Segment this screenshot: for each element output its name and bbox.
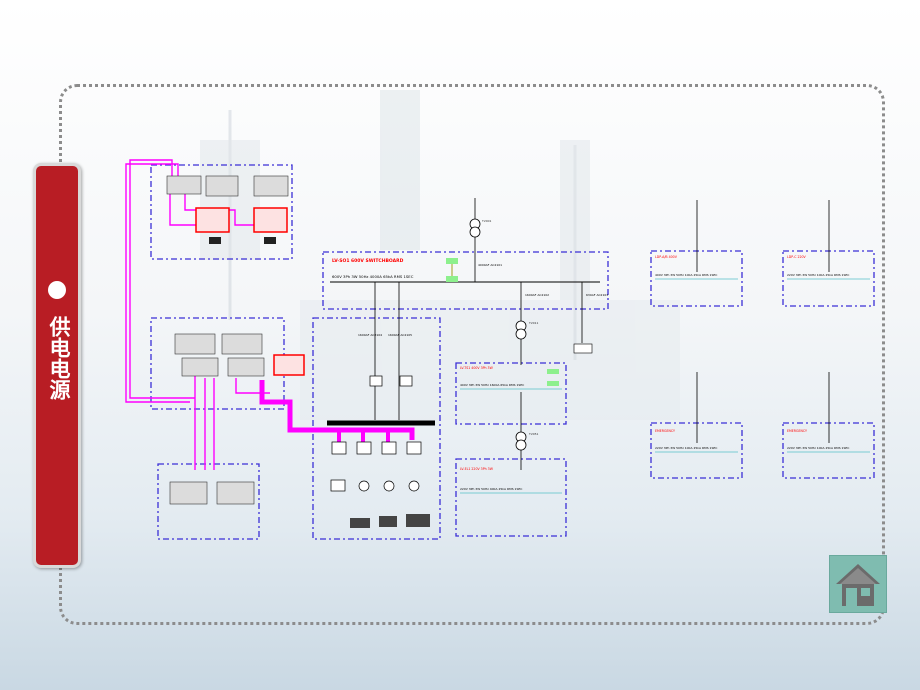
white-circle-bullet-icon <box>48 281 66 299</box>
emergency-box-1 <box>650 422 743 479</box>
plc-racks <box>166 175 289 505</box>
section-title: 供电电源 <box>47 316 71 400</box>
svg-text:1600AF AC2104: 1600AF AC2104 <box>358 333 382 337</box>
svg-text:T2051: T2051 <box>528 432 539 436</box>
transformer-labels: T2001 T2011 T2051 <box>481 219 539 436</box>
ldp-ab-box <box>650 250 743 307</box>
lv-el1-box <box>455 458 567 537</box>
field-box <box>157 463 260 540</box>
svg-text:EMERGENCY: EMERGENCY <box>655 429 675 433</box>
rig-background <box>200 90 680 420</box>
svg-text:1600AF AC2105: 1600AF AC2105 <box>388 333 412 337</box>
section-tab: 供电电源 <box>33 163 81 568</box>
vfd-drops <box>337 430 390 442</box>
svg-text:220V 3Ph 3W 50Hz 400A 25kA RMS: 220V 3Ph 3W 50Hz 400A 25kA RMS 1SEC <box>460 487 522 491</box>
vfd-units <box>330 375 422 492</box>
home-button[interactable] <box>829 555 887 613</box>
svg-text:T2001: T2001 <box>481 219 492 223</box>
distribution-board-specs: 400V 3Ph 3W 50Hz 1600A 65kA RMS 1SEC 220… <box>460 273 849 491</box>
home-icon <box>836 564 880 606</box>
svg-text:LDP-A/B 400V: LDP-A/B 400V <box>655 255 678 259</box>
ldp-c-box <box>782 250 875 307</box>
svg-text:400V 3Ph 3W 50Hz 1600A 65kA RM: 400V 3Ph 3W 50Hz 1600A 65kA RMS 1SEC <box>460 383 524 387</box>
vfd-box <box>312 317 441 540</box>
drill-control-box <box>150 164 293 260</box>
breaker-labels: 4000AF AC2101 1600AF AC2102 630AF AC2103… <box>358 263 608 337</box>
equipment-pictures <box>350 514 430 528</box>
main-switchboard-box <box>322 251 609 310</box>
svg-text:LV-TS1 400V 3Ph 3W: LV-TS1 400V 3Ph 3W <box>460 366 494 370</box>
svg-text:630AF AC2103: 630AF AC2103 <box>586 293 608 297</box>
main-switchboard-spec: 600V 3Ph 3W 50Hz 4000A 65kA RMS 1SEC <box>332 274 414 279</box>
svg-text:T2011: T2011 <box>528 321 539 325</box>
main-switchboard-title: LV-SO1 600V SWITCHBOARD <box>332 258 404 264</box>
svg-text:220V 3Ph 3W 50Hz 100A 25kA RMS: 220V 3Ph 3W 50Hz 100A 25kA RMS 1SEC <box>787 446 849 450</box>
transformer-symbols <box>469 218 527 451</box>
profibus-trunk <box>259 380 415 440</box>
svg-text:220V 3Ph 3W 50Hz 100A 25kA RMS: 220V 3Ph 3W 50Hz 100A 25kA RMS 1SEC <box>655 446 717 450</box>
hmi-panels <box>195 207 305 376</box>
svg-text:EMERGENCY: EMERGENCY <box>787 429 807 433</box>
svg-text:LV-EL1 220V 3Ph 3W: LV-EL1 220V 3Ph 3W <box>460 467 494 471</box>
ts1-tie <box>547 369 559 386</box>
control-cables <box>125 159 270 470</box>
svg-text:LDP-C 220V: LDP-C 220V <box>787 255 807 259</box>
distribution-board-titles: LV-TS1 400V 3Ph 3W LV-EL1 220V 3Ph 3W LD… <box>460 255 807 471</box>
generator-tie <box>446 258 458 282</box>
motor-symbols <box>358 480 420 492</box>
svg-text:400V 3Ph 3W 50Hz 100A 25kA RMS: 400V 3Ph 3W 50Hz 100A 25kA RMS 1SEC <box>655 273 717 277</box>
board-bus-lines <box>460 278 870 494</box>
emergency-box-2 <box>782 422 875 479</box>
svg-text:1600AF AC2102: 1600AF AC2102 <box>525 293 549 297</box>
svg-text:4000AF AC2101: 4000AF AC2101 <box>478 263 502 267</box>
lv-ts1-box <box>455 362 567 425</box>
spare-panel <box>573 343 593 354</box>
svg-text:220V 3Ph 3W 50Hz 100A 25kA RMS: 220V 3Ph 3W 50Hz 100A 25kA RMS 1SEC <box>787 273 849 277</box>
